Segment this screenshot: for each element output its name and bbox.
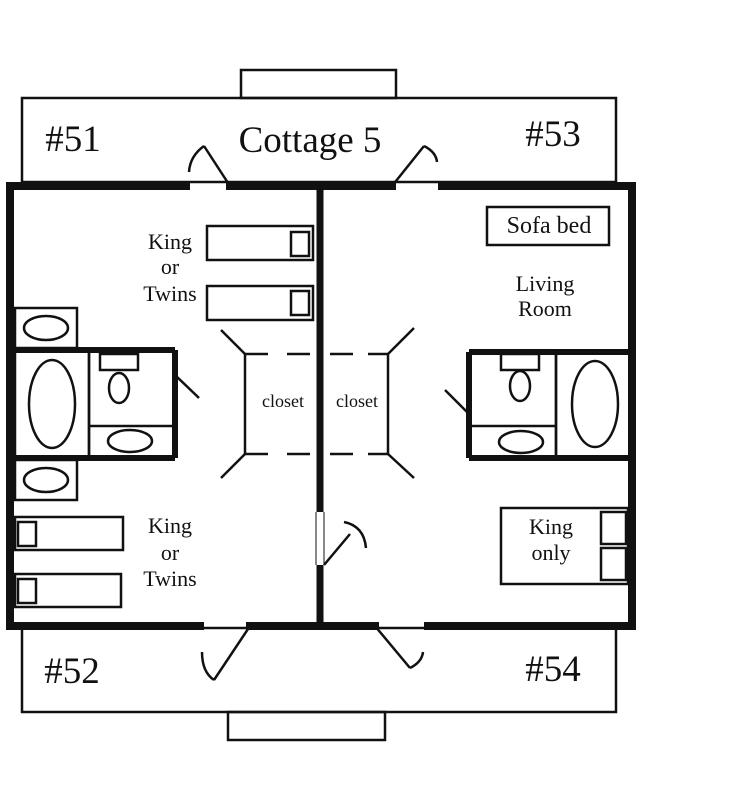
door-52 <box>212 625 252 681</box>
closet-left-label: closet <box>262 391 304 411</box>
left-toilet-bowl <box>107 371 131 405</box>
door-connecting-swing <box>343 520 368 549</box>
right-bath-sink <box>497 429 545 455</box>
sw-twin-bed-1-pillow <box>16 520 38 548</box>
nw-bed-label-line1: King <box>148 229 192 254</box>
left-bath-sink <box>106 428 154 454</box>
unit-51-label: #51 <box>45 119 101 160</box>
top-porch <box>239 68 398 100</box>
left-bath-door <box>174 374 200 399</box>
doors <box>187 144 439 682</box>
sw-bed-label-line3: Twins <box>143 566 196 591</box>
king-only-label-line2: only <box>531 540 570 565</box>
nw-twin-bed-1 <box>205 224 315 262</box>
center-opening <box>315 512 325 565</box>
cottage-title: Cottage 5 <box>239 120 382 161</box>
unit-53-label: #53 <box>525 114 581 155</box>
living-room-label-line2: Room <box>518 296 572 321</box>
door-51-swing <box>187 144 205 173</box>
sw-twin-bed-1 <box>13 515 125 552</box>
bottom-porch <box>226 710 387 742</box>
sw-bed-label-line2: or <box>161 540 180 565</box>
left-tub-frame <box>13 348 91 460</box>
se-king-pillow-1 <box>599 510 628 546</box>
left-sink-upper <box>22 314 70 342</box>
right-bath-fixtures <box>444 350 634 460</box>
right-tub <box>570 359 620 449</box>
left-sink-lower-counter <box>13 458 79 502</box>
right-tub-frame <box>554 350 634 460</box>
king-only-label-line1: King <box>529 514 573 539</box>
se-king-bed <box>499 506 630 586</box>
left-tub <box>27 358 77 450</box>
unit-52-label: #52 <box>44 651 100 692</box>
unit-54-label: #54 <box>525 649 581 690</box>
nw-twin-bed-1-pillow <box>289 230 311 258</box>
right-bath-door <box>444 389 470 415</box>
left-toilet-tank <box>98 352 140 372</box>
nw-twin-bed-2-pillow <box>289 289 311 317</box>
sofa-bed-box <box>485 205 611 247</box>
door-connecting <box>323 533 351 566</box>
left-sink-lower <box>22 466 70 494</box>
se-king-pillow-2 <box>599 546 628 582</box>
right-toilet-bowl <box>508 369 532 403</box>
left-bath-fixtures <box>13 306 200 502</box>
exterior-walls <box>6 182 636 630</box>
door-53-swing <box>423 144 439 163</box>
closets <box>220 327 415 479</box>
nw-bed-label-line3: Twins <box>143 281 196 306</box>
door-52-swing <box>200 651 215 682</box>
sofa-bed-label: Sofa bed <box>507 213 592 239</box>
nw-bed-label-line2: or <box>161 254 180 279</box>
door-51 <box>202 145 232 187</box>
door-54-swing <box>409 651 425 670</box>
closet-right-label: closet <box>336 391 378 411</box>
left-sink-upper-counter <box>13 306 79 350</box>
beds <box>13 224 630 609</box>
sw-twin-bed-2-pillow <box>16 577 38 605</box>
door-53 <box>391 145 425 187</box>
door-54 <box>374 625 411 669</box>
living-room-label-line1: Living <box>516 271 575 296</box>
nw-twin-bed-2 <box>205 284 315 322</box>
sw-bed-label-line1: King <box>148 513 192 538</box>
sw-twin-bed-2 <box>13 572 123 609</box>
right-toilet-tank <box>499 352 541 372</box>
